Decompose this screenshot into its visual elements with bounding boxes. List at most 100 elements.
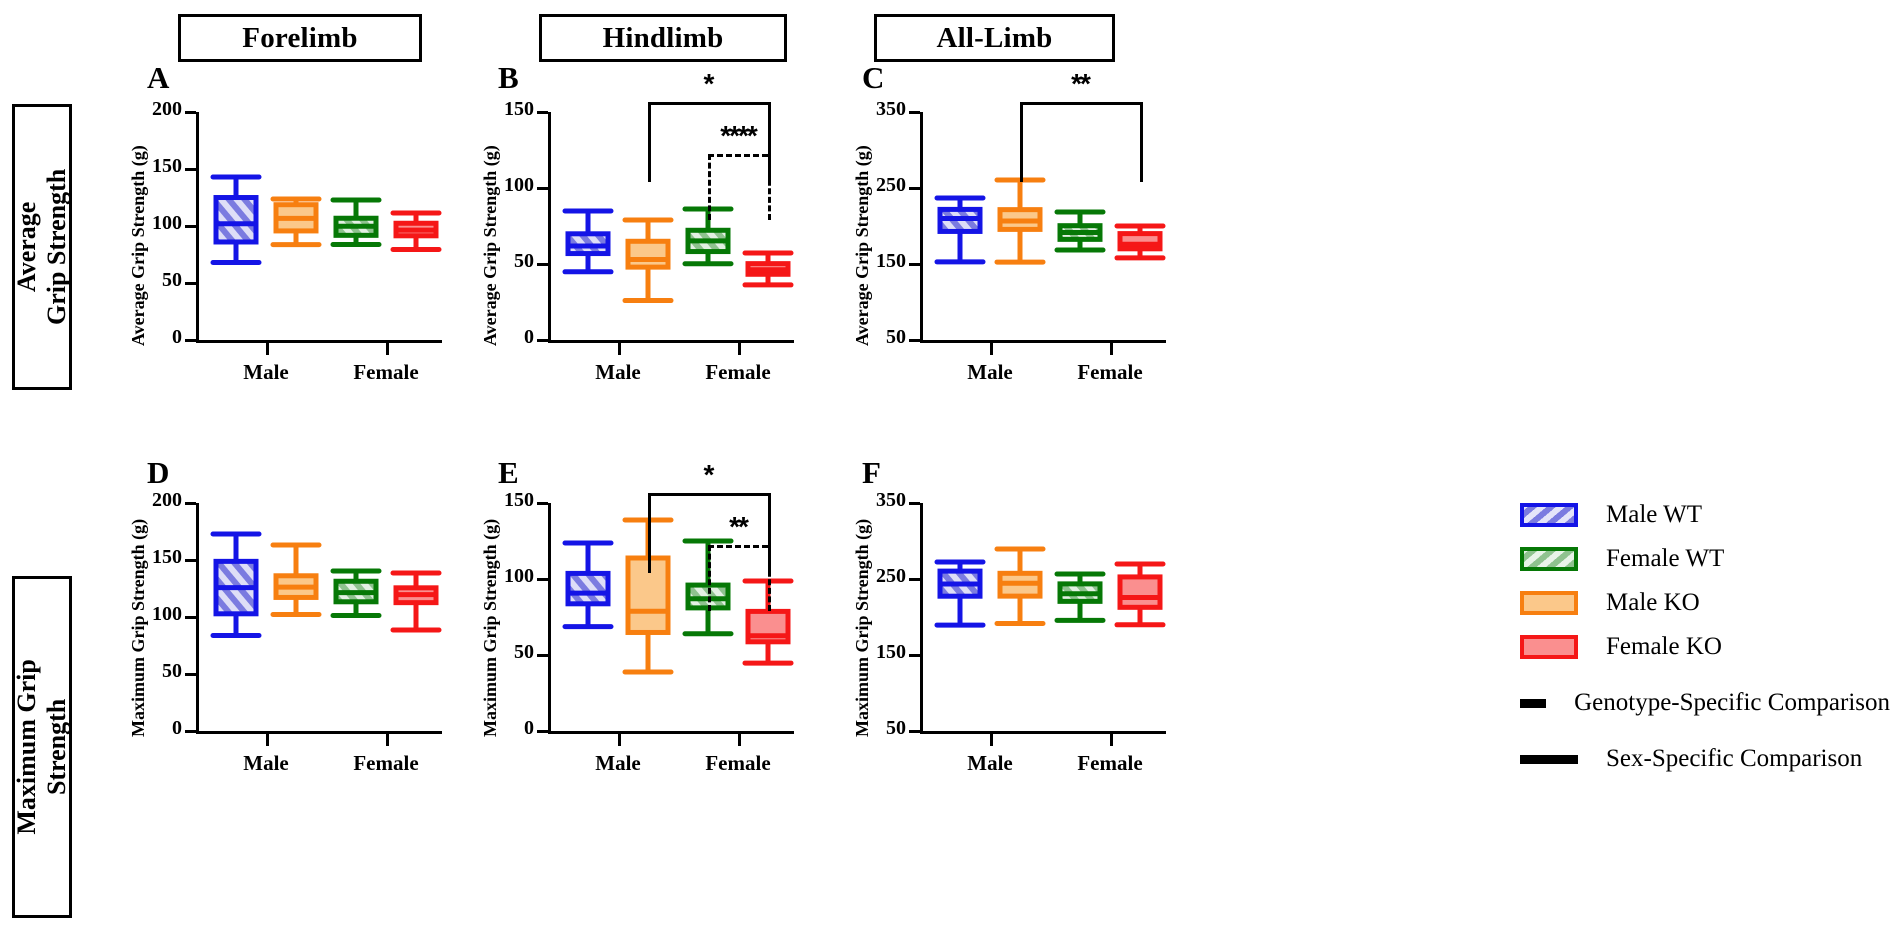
box-plot-male-wt[interactable]	[561, 537, 615, 633]
panel-label-d: D	[147, 455, 170, 490]
box-plot-female-wt[interactable]	[681, 203, 735, 270]
dashed-line-icon	[1520, 698, 1547, 708]
y-axis-line	[548, 503, 551, 733]
significance-bracket-leg	[708, 545, 711, 611]
y-tick-mark	[185, 111, 196, 114]
panel-label-f: F	[862, 455, 881, 490]
x-axis-line	[920, 340, 1166, 343]
x-tick-mark	[738, 734, 741, 746]
box-plot-female-ko[interactable]	[1113, 558, 1167, 631]
y-tick-label: 0	[524, 326, 534, 348]
legend-swatch	[1520, 635, 1578, 659]
legend-line-dashed[interactable]: Genotype-Specific Comparison	[1520, 681, 1890, 725]
box-plot-male-ko[interactable]	[993, 174, 1047, 268]
box-plot-male-ko[interactable]	[269, 193, 323, 251]
y-tick-mark	[909, 187, 920, 190]
y-tick-label: 150	[152, 546, 182, 568]
legend-label: Female KO	[1606, 633, 1722, 660]
y-axis-line	[920, 112, 923, 342]
y-tick-mark	[537, 263, 548, 266]
x-category-label-male: Male	[595, 360, 641, 384]
box-plot-male-wt[interactable]	[209, 171, 263, 269]
row-header-line2: Grip Strength	[42, 168, 72, 326]
box-plot-female-wt[interactable]	[1053, 206, 1107, 256]
significance-bracket-bar	[648, 493, 768, 496]
y-tick-label: 50	[514, 641, 534, 663]
box-plot-glyph	[210, 174, 262, 265]
legend-item-male-ko[interactable]: Male KO	[1520, 581, 1890, 625]
column-header-forelimb: Forelimb	[178, 14, 422, 62]
y-tick-mark	[537, 730, 548, 733]
y-tick-label: 100	[152, 212, 182, 234]
y-tick-label: 150	[504, 98, 534, 120]
y-tick-mark	[185, 168, 196, 171]
y-axis-title: Maximum Grip Strength (g)	[480, 518, 500, 737]
box-plot-glyph	[994, 177, 1046, 265]
legend-item-female-wt[interactable]: Female WT	[1520, 537, 1890, 581]
y-tick-label: 250	[876, 565, 906, 587]
box-plot-female-ko[interactable]	[389, 567, 443, 636]
y-tick-label: 100	[504, 565, 534, 587]
legend-item-male-wt[interactable]: Male WT	[1520, 493, 1890, 537]
x-tick-mark	[738, 343, 741, 355]
y-tick-label: 150	[504, 489, 534, 511]
box-plot-female-ko[interactable]	[741, 575, 795, 669]
y-axis-line	[196, 112, 199, 342]
box-plot-male-ko[interactable]	[621, 214, 675, 307]
significance-bracket-leg	[768, 154, 771, 220]
box-plot-female-ko[interactable]	[741, 247, 795, 291]
box-plot-male-ko[interactable]	[993, 543, 1047, 629]
significance-bracket-leg	[648, 102, 651, 182]
box-plot-glyph	[1054, 209, 1106, 253]
x-tick-mark	[618, 734, 621, 746]
x-category-label-female: Female	[353, 360, 419, 384]
y-tick-mark	[185, 730, 196, 733]
box-plot-glyph	[330, 197, 382, 247]
box-plot-glyph	[1114, 223, 1166, 261]
y-tick-mark	[537, 339, 548, 342]
box-plot-glyph	[562, 540, 614, 629]
y-tick-mark	[537, 187, 548, 190]
significance-stars: *	[703, 68, 715, 99]
box-plot-female-wt[interactable]	[329, 565, 383, 621]
y-tick-mark	[185, 502, 196, 505]
x-axis-line	[548, 340, 794, 343]
box-plot-male-wt[interactable]	[561, 205, 615, 278]
x-category-label-female: Female	[353, 751, 419, 775]
column-header-label: All-Limb	[936, 21, 1053, 54]
box-plot-glyph	[1054, 571, 1106, 624]
legend-line-solid[interactable]: Sex-Specific Comparison	[1520, 737, 1890, 781]
y-tick-mark	[185, 339, 196, 342]
box-plot-female-wt[interactable]	[329, 194, 383, 250]
x-tick-mark	[266, 343, 269, 355]
legend-swatch	[1520, 503, 1578, 527]
y-axis-line	[196, 503, 199, 733]
box-plot-male-wt[interactable]	[933, 192, 987, 268]
solid-line-icon	[1520, 754, 1578, 764]
x-tick-mark	[990, 343, 993, 355]
box-plot-female-ko[interactable]	[1113, 220, 1167, 264]
column-header-label: Forelimb	[242, 21, 358, 54]
significance-bracket-leg	[648, 493, 651, 573]
significance-stars: ****	[720, 120, 758, 151]
legend-label: Male KO	[1606, 589, 1700, 616]
y-tick-label: 50	[162, 269, 182, 291]
x-axis-line	[196, 340, 442, 343]
y-tick-mark	[537, 578, 548, 581]
panel-label-e: E	[498, 455, 519, 490]
box-plot-male-wt[interactable]	[209, 528, 263, 641]
box-plot-male-ko[interactable]	[269, 539, 323, 621]
y-tick-mark	[909, 111, 920, 114]
row-header-line2: Strength	[42, 698, 71, 796]
legend-item-female-ko[interactable]: Female KO	[1520, 625, 1890, 669]
box-plot-female-ko[interactable]	[389, 207, 443, 255]
y-tick-label: 50	[162, 660, 182, 682]
column-header-label: Hindlimb	[602, 21, 724, 54]
box-plot-glyph	[622, 217, 674, 303]
significance-bracket-leg	[768, 493, 771, 573]
panel-label-a: A	[147, 60, 170, 95]
box-plot-male-wt[interactable]	[933, 556, 987, 631]
y-tick-mark	[909, 339, 920, 342]
box-plot-female-wt[interactable]	[1053, 568, 1107, 626]
